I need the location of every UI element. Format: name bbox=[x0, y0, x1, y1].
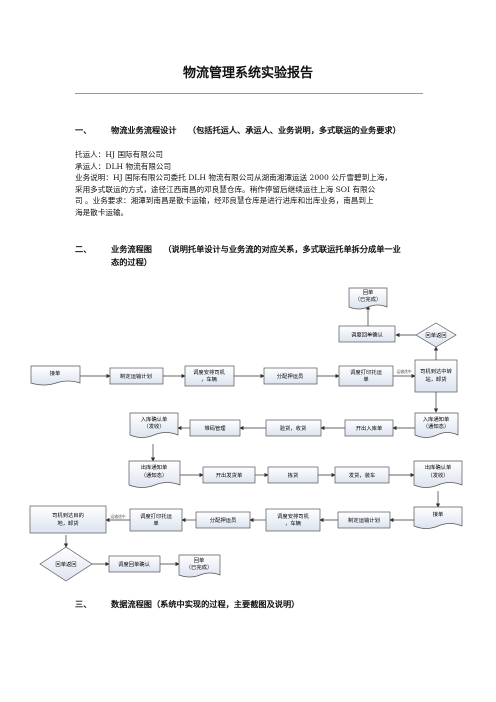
svg-text:回单返回: 回单返回 bbox=[55, 560, 76, 568]
svg-text:入库确认单: 入库确认单 bbox=[141, 415, 168, 423]
section-3-heading: 三、数据流程图（系统中实现的过程，主要截图及说明） bbox=[75, 599, 300, 609]
svg-text:（已完成）: （已完成） bbox=[186, 563, 213, 571]
svg-text:回单返回: 回单返回 bbox=[425, 331, 446, 339]
svg-text:司机到达目的: 司机到达目的 bbox=[52, 511, 84, 519]
svg-text:回单: 回单 bbox=[194, 556, 205, 564]
shipper-line: 托运人：HJ 国际有限公司 bbox=[75, 150, 164, 159]
svg-text:（已完成）: （已完成） bbox=[355, 295, 382, 303]
section-2-heading: 二、业务流程图 （说明托单设计与业务流的对应关系，多式联运托单拆分成单一业 bbox=[75, 244, 401, 254]
svg-text:出库通知单: 出库通知单 bbox=[141, 463, 168, 471]
svg-text:开出发货单: 开出发货单 bbox=[216, 471, 243, 479]
svg-text:接单: 接单 bbox=[50, 369, 61, 377]
svg-text:调度回单确认: 调度回单确认 bbox=[351, 331, 383, 339]
top-confirm-box bbox=[338, 325, 396, 343]
svg-text:（发收）: （发收） bbox=[427, 471, 448, 479]
svg-text:站，卸货: 站，卸货 bbox=[425, 375, 446, 383]
svg-text:运输途中: 运输途中 bbox=[396, 369, 411, 374]
svg-text:堆码管理: 堆码管理 bbox=[204, 424, 226, 432]
title-divider bbox=[75, 93, 423, 94]
svg-text:调度安排司机: 调度安排司机 bbox=[193, 368, 225, 376]
business-line-4: 海是散卡运输。 bbox=[75, 207, 129, 217]
svg-text:调度安排司机: 调度安排司机 bbox=[277, 512, 309, 520]
svg-text:调度打印托运: 调度打印托运 bbox=[350, 368, 382, 376]
svg-text:，车辆: ，车辆 bbox=[201, 375, 218, 383]
business-line-1: 业务说明：HJ 国际有限公司委托 DLH 物流有限公司从湖南湘潭运送 2000 … bbox=[75, 173, 392, 183]
top-return-decision bbox=[415, 322, 457, 348]
section-2-heading-cont: 态的过程） bbox=[111, 257, 152, 267]
svg-text:单: 单 bbox=[363, 375, 369, 383]
svg-text:单: 单 bbox=[153, 519, 159, 527]
svg-text:（发收）: （发收） bbox=[143, 422, 164, 430]
svg-text:调度打印托运: 调度打印托运 bbox=[140, 512, 172, 520]
svg-text:司机到达中转: 司机到达中转 bbox=[420, 367, 452, 375]
svg-text:开出入库单: 开出入库单 bbox=[356, 424, 383, 432]
svg-text:制定运输计划: 制定运输计划 bbox=[348, 516, 380, 524]
svg-text:回单: 回单 bbox=[363, 288, 374, 296]
svg-text:（通知态）: （通知态） bbox=[141, 471, 168, 479]
svg-text:运输途中: 运输途中 bbox=[110, 514, 125, 519]
svg-text:制定运输计划: 制定运输计划 bbox=[120, 372, 152, 380]
svg-text:地，卸货: 地，卸货 bbox=[57, 519, 78, 527]
svg-text:验货，收货: 验货，收货 bbox=[280, 424, 307, 432]
page-title: 物流管理系统实验报告 bbox=[182, 66, 313, 81]
top-receipt-doc bbox=[348, 287, 388, 310]
svg-text:调度回单确认: 调度回单确认 bbox=[118, 560, 150, 568]
section-1-heading: 一、物流业务流程设计 （包括托运人、承运人、业务说明，多式联运的业务要求） bbox=[75, 125, 401, 135]
carrier-line: 承运人：DLH 物流有限公司 bbox=[75, 161, 172, 171]
business-line-2: 采用多式联运的方式，途径江西南昌的邓良慧仓库。稍作停留后继续运往上海 SOI 有… bbox=[75, 184, 376, 194]
business-line-3: 司 。业务要求：湘潭到南昌是散卡运输，经邓良慧仓库是进行进库和出库业务，南昌到上 bbox=[75, 196, 374, 206]
section-1-body: 托运人：HJ 国际有限公司 承运人：DLH 物流有限公司 业务说明：HJ 国际有… bbox=[75, 149, 392, 219]
svg-text:接单: 接单 bbox=[433, 510, 444, 518]
svg-text:分配押运员: 分配押运员 bbox=[210, 516, 237, 524]
svg-text:拣货: 拣货 bbox=[288, 471, 299, 479]
svg-text:分配押运员: 分配押运员 bbox=[277, 372, 304, 380]
svg-text:，车辆: ，车辆 bbox=[285, 519, 302, 527]
order-doc-1 bbox=[30, 365, 81, 386]
svg-text:入库通知单: 入库通知单 bbox=[423, 415, 450, 423]
svg-text:（通知态）: （通知态） bbox=[423, 422, 450, 430]
svg-text:发货，装车: 发货，装车 bbox=[349, 471, 376, 479]
svg-text:出库确认单: 出库确认单 bbox=[425, 463, 452, 471]
